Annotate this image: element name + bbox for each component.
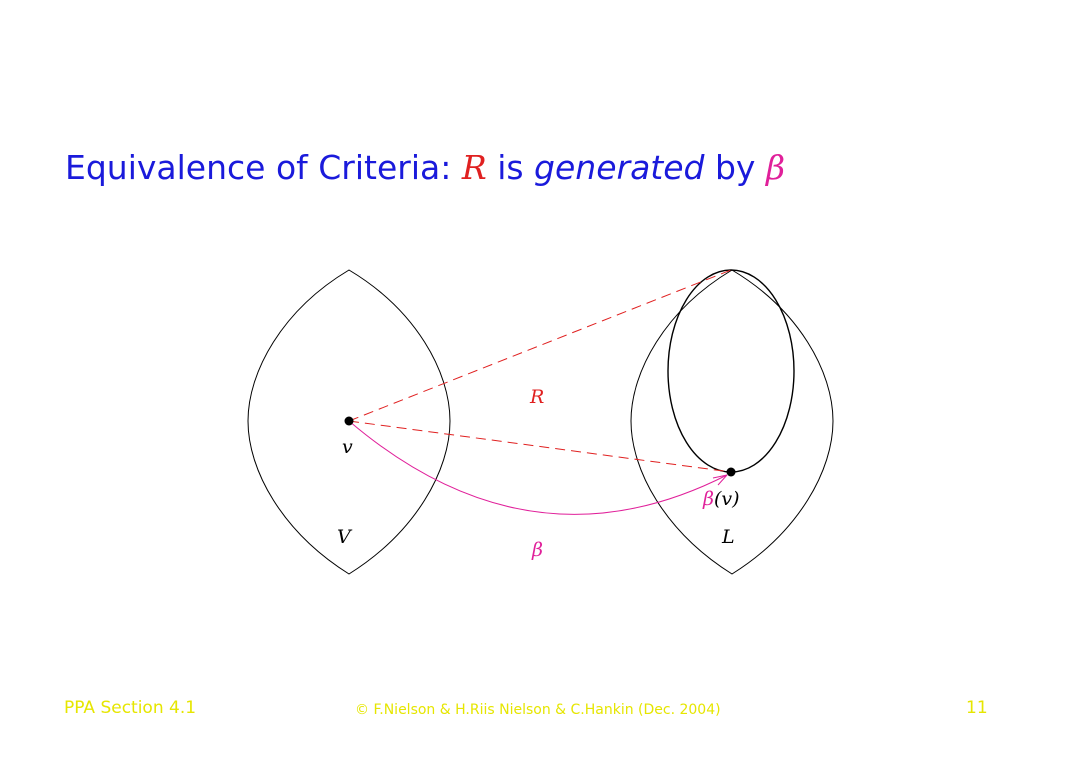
slide-title: Equivalence of Criteria: R is generated … [65,148,785,187]
title-middle-2: by [704,148,766,187]
image-label-function: β [702,488,714,510]
title-function-symbol: β [765,148,786,187]
title-emphasis: generated [534,148,705,187]
inner-subset-ellipse [667,269,795,473]
function-label: β [531,539,543,561]
beta-arrowhead [712,474,728,486]
footer-section: PPA Section 4.1 [64,698,197,718]
image-label-argument: (v) [714,488,740,510]
beta-arrow-curve [348,420,728,515]
title-relation-symbol: R [461,148,487,187]
relation-label: R [529,386,544,408]
image-label: β(v) [702,488,740,510]
point-beta-v [726,467,736,477]
point-v-label: v [342,436,353,458]
relation-line-upper [348,269,732,422]
set-v-shape [247,269,451,575]
set-v-label: V [337,526,353,548]
title-prefix: Equivalence of Criteria: [65,148,462,187]
set-l-shape [630,269,834,575]
relation-line-lower [348,420,732,473]
point-v [344,416,354,426]
footer-page-number: 11 [966,698,988,718]
footer-copyright: © F.Nielson & H.Riis Nielson & C.Hankin … [355,702,721,718]
title-middle-1: is [486,148,535,187]
set-l-label: L [721,526,735,548]
